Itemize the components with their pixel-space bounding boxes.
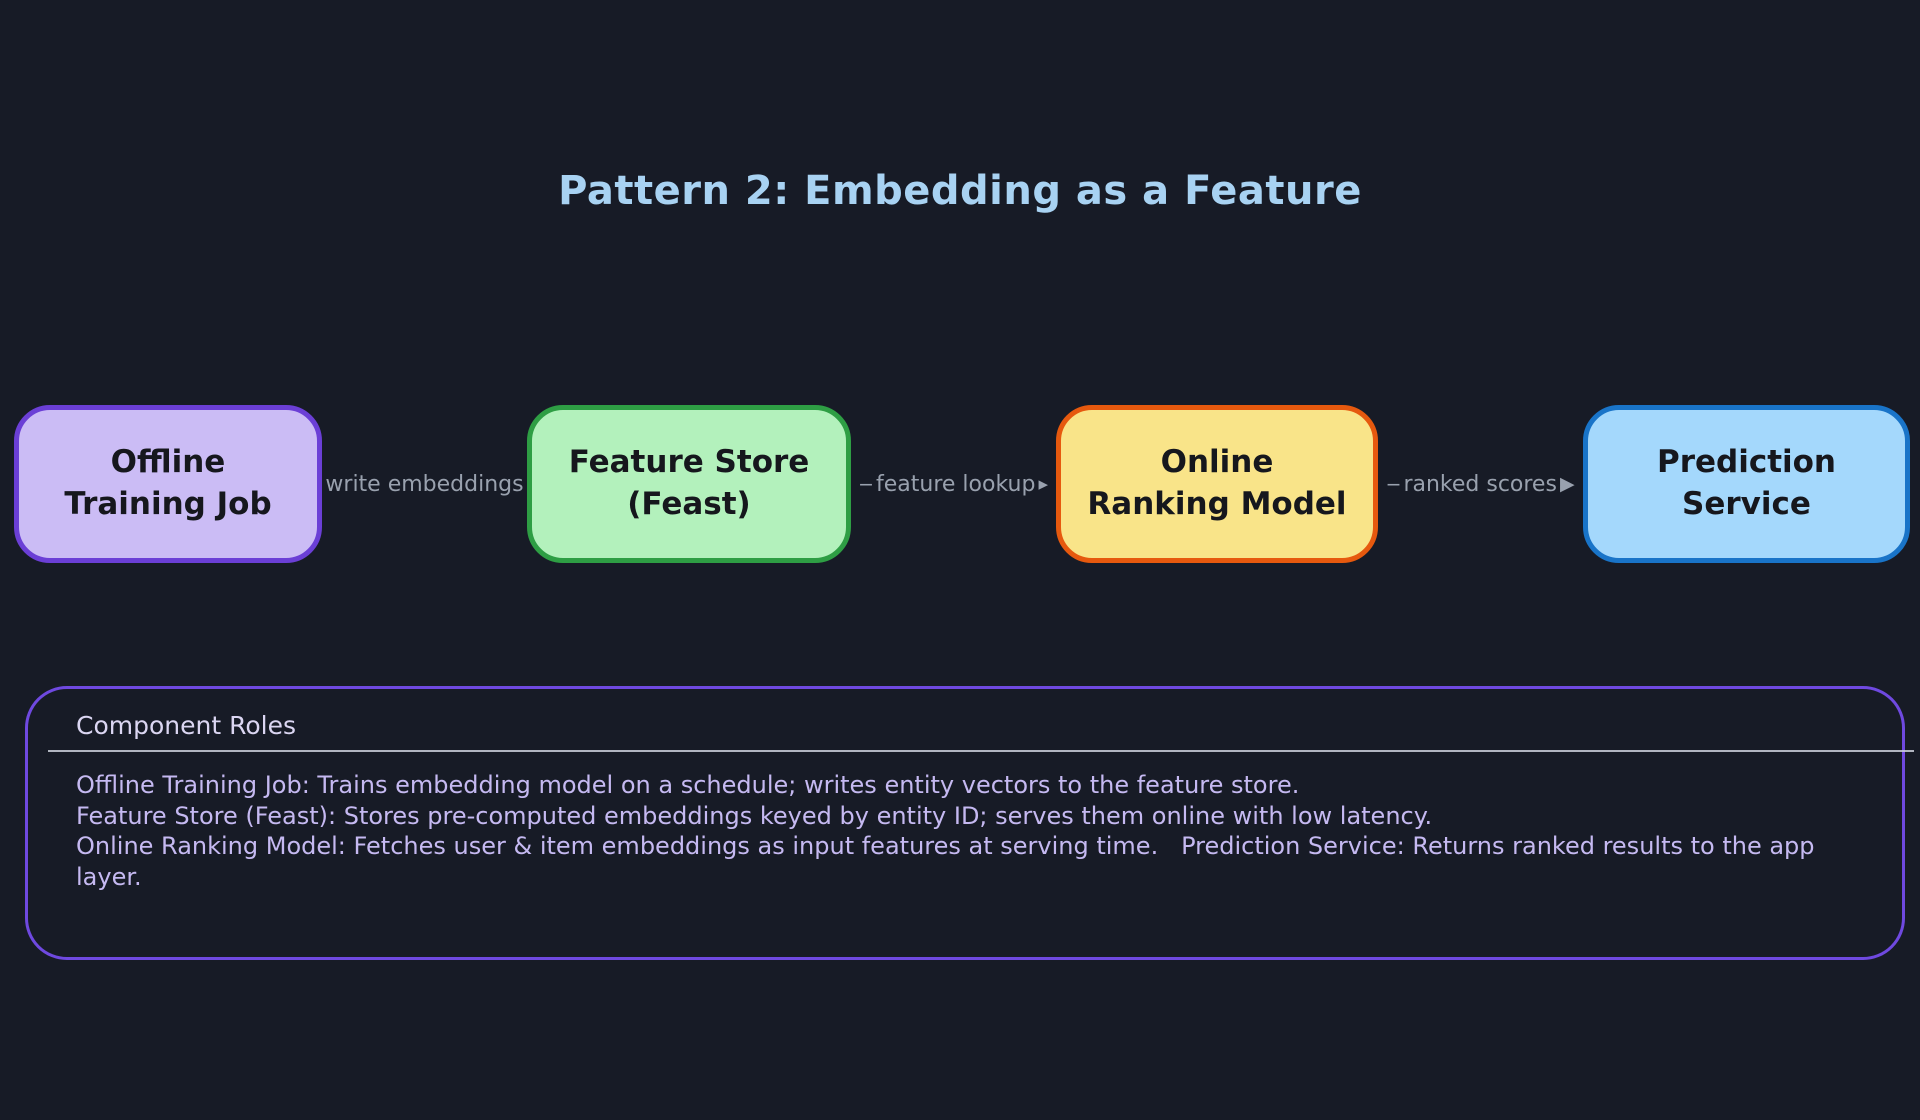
role-line-feature-store: Feature Store (Feast): Stores pre-comput… (76, 801, 1433, 830)
connector-tail-dash: ‒ (1386, 471, 1401, 497)
role-line-online-ranking-and-prediction: Online Ranking Model: Fetches user & ite… (76, 832, 1823, 891)
connector-ranked-scores: ‒ ranked scores ▶ (1378, 405, 1583, 563)
flow-row: Offline Training Job write embeddings Fe… (14, 405, 1910, 563)
connector-tail-dash: ‒ (859, 471, 873, 497)
diagram-title: Pattern 2: Embedding as a Feature (558, 168, 1362, 214)
node-online-ranking-model[interactable]: Online Ranking Model (1056, 405, 1378, 563)
node-offline-training-job[interactable]: Offline Training Job (14, 405, 322, 563)
panel-divider (48, 750, 1914, 752)
component-roles-panel[interactable]: Component Roles Offline Training Job: Tr… (25, 686, 1914, 960)
arrow-right-icon: ▶ (1559, 473, 1575, 495)
role-line-offline-training-job: Offline Training Job: Trains embedding m… (76, 771, 1300, 799)
node-label: Prediction Service (1656, 444, 1837, 522)
node-label: Offline Training Job (64, 444, 272, 522)
node-prediction-service[interactable]: Prediction Service (1583, 405, 1910, 563)
connector-label: feature lookup (876, 471, 1036, 497)
connector-label: write embeddings (325, 471, 524, 497)
connector-feature-lookup: ‒ feature lookup ▸ (851, 405, 1056, 563)
node-label: Online Ranking Model (1087, 444, 1347, 522)
panel-title: Component Roles (76, 711, 296, 740)
connector-label: ranked scores (1403, 471, 1557, 497)
arrow-right-icon: ▸ (1038, 473, 1048, 495)
node-feature-store[interactable]: Feature Store (Feast) (527, 405, 851, 563)
node-label: Feature Store (Feast) (568, 444, 810, 522)
connector-write-embeddings: write embeddings (322, 405, 527, 563)
panel-body: Offline Training Job: Trains embedding m… (76, 770, 1866, 892)
